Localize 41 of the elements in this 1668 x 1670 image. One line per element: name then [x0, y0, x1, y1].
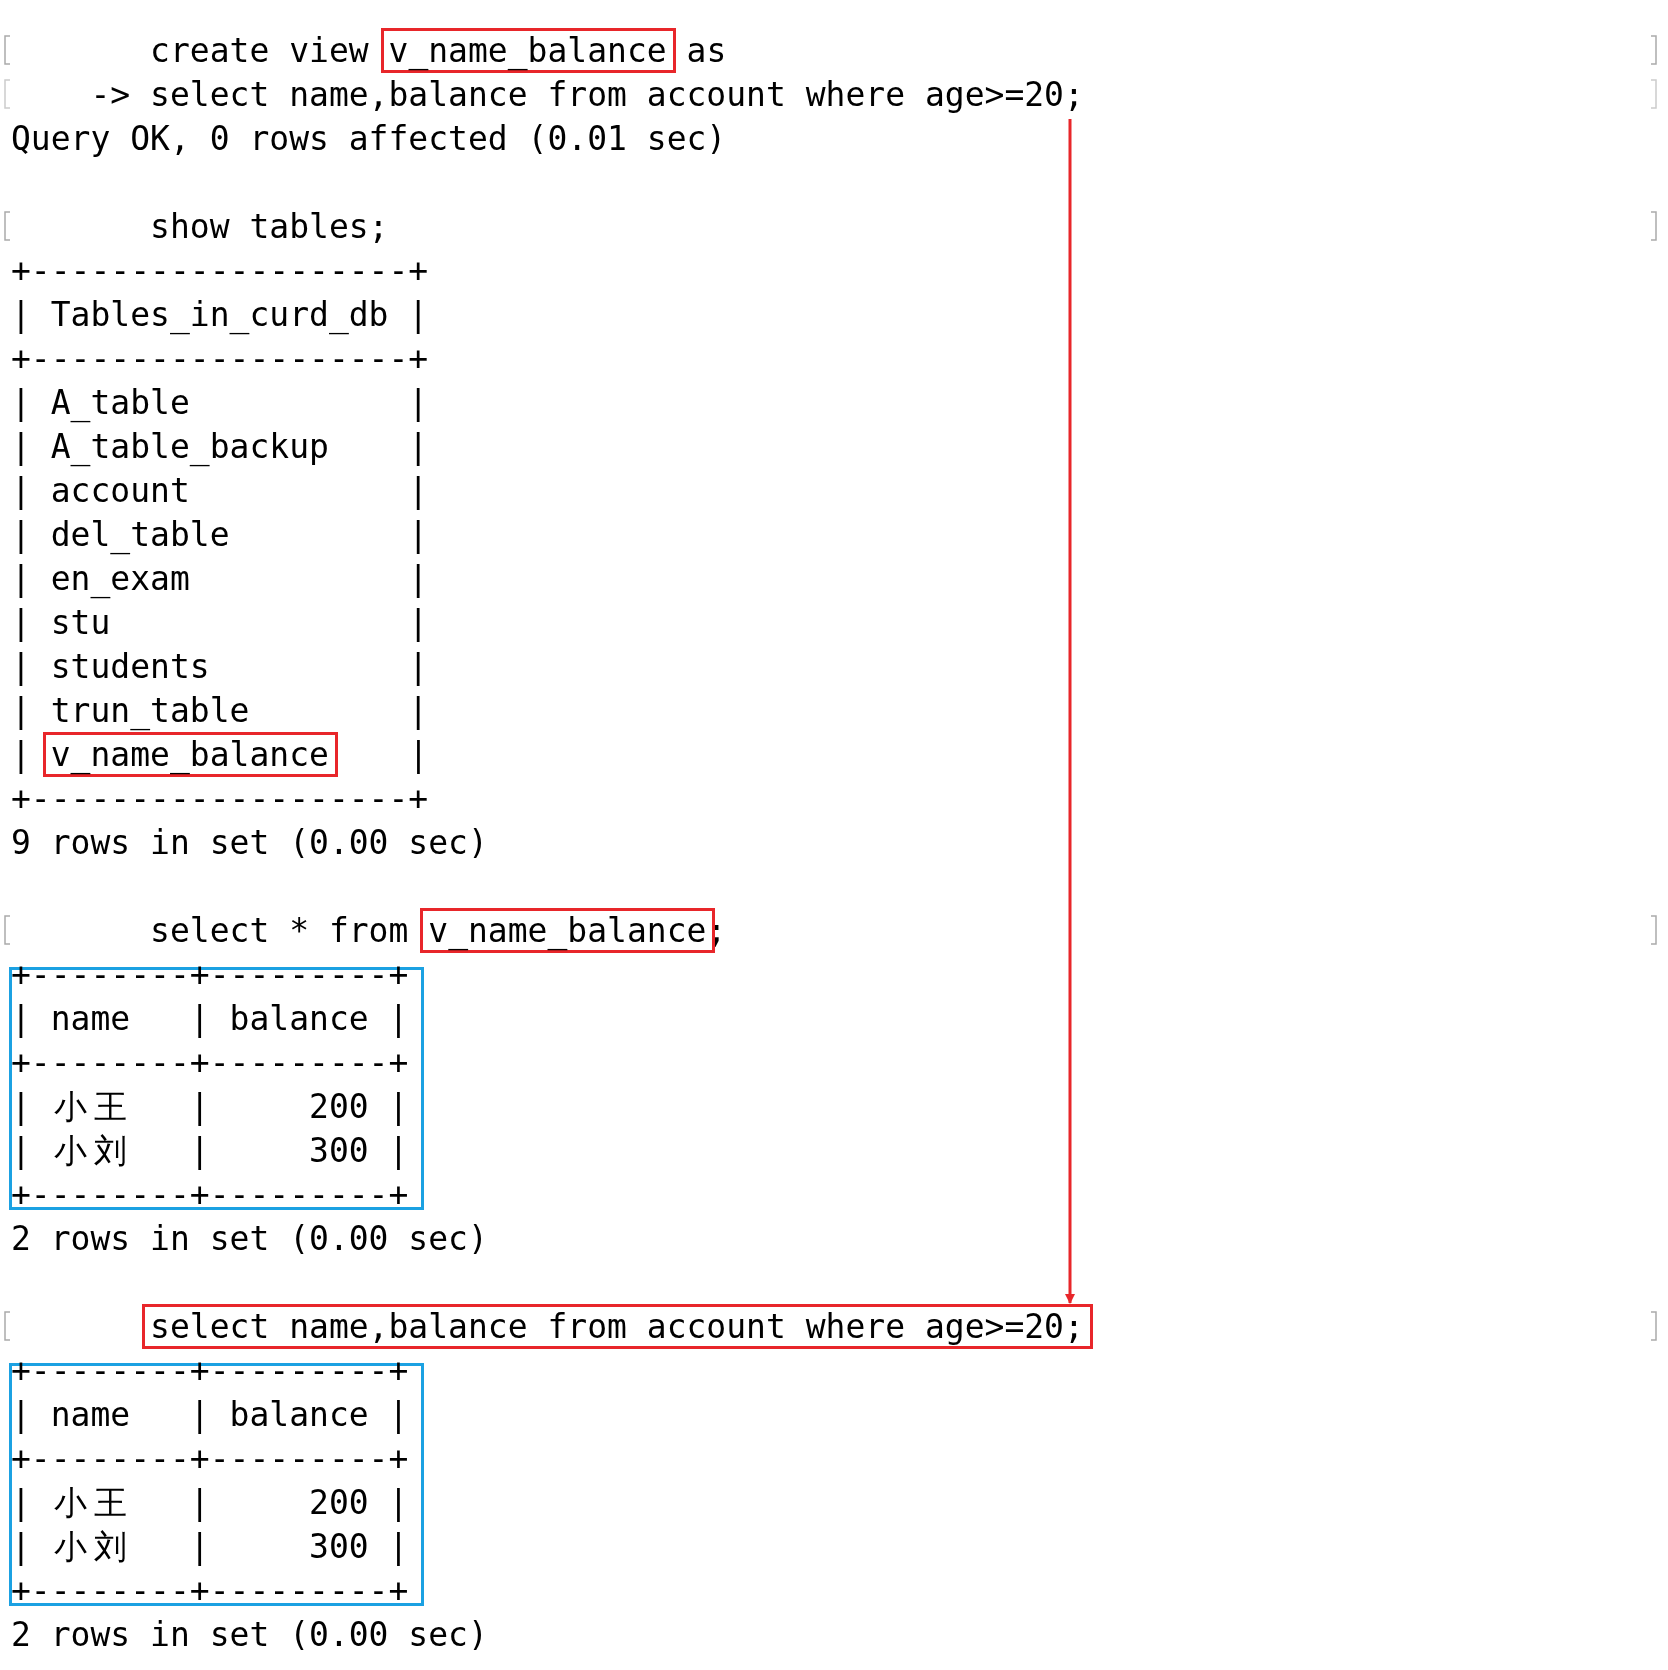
table-line: | 小刘 | 300 | [11, 1526, 409, 1568]
table-line: +-------------------+ [11, 778, 429, 820]
table-line: +-------------------+ [11, 338, 429, 380]
table-line: +--------+---------+ [11, 1042, 409, 1084]
table-line: +--------+---------+ [11, 1570, 409, 1612]
table-line: | 小王 | 200 | [11, 1482, 409, 1524]
table-line: | 小刘 | 300 | [11, 1130, 409, 1172]
command-text: as [686, 30, 727, 72]
table-line: | name | balance | [11, 998, 409, 1040]
view-name-text: v_name_balance [50, 734, 329, 777]
table-line: | students | [11, 646, 429, 688]
table-line: | trun_table | [11, 690, 429, 733]
table-line: | account | [11, 470, 429, 512]
query-text: select name,balance from account where age>=20; [150, 1306, 1084, 1348]
table-line: | Tables_in_curd_db | [11, 294, 429, 337]
arrow [1065, 119, 1075, 1304]
view-name-text: v_name_balance [428, 910, 707, 953]
table-line: | A_table_backup | [11, 426, 429, 469]
column-divider: | [408, 734, 429, 776]
table-line: | name | balance | [11, 1394, 409, 1436]
table-line: +-------------------+ [11, 250, 429, 292]
command-text: select name,balance from account where age>=20; [150, 74, 1084, 116]
table-line: +--------+---------+ [11, 1174, 409, 1216]
result-table-box [9, 967, 424, 1210]
status-text: 9 rows in set (0.00 sec) [11, 822, 488, 864]
table-line: | stu | [11, 602, 429, 644]
command-text: select * from [150, 910, 409, 952]
command-text: show tables; [150, 206, 389, 248]
table-line: +--------+---------+ [11, 1438, 409, 1480]
view-name-text: v_name_balance [388, 30, 667, 73]
table-line: | A_table | [11, 382, 429, 425]
column-divider: | [11, 734, 31, 776]
status-text: 2 rows in set (0.00 sec) [11, 1614, 488, 1656]
table-line: | en_exam | [11, 558, 429, 601]
status-text: 2 rows in set (0.00 sec) [11, 1218, 488, 1260]
prompt-text: -> [90, 74, 131, 116]
result-table-box [9, 1363, 424, 1606]
table-line: | del_table | [11, 514, 429, 557]
command-text: create view [150, 30, 369, 72]
table-line: | 小王 | 200 | [11, 1086, 409, 1128]
status-text: Query OK, 0 rows affected (0.01 sec) [11, 118, 727, 160]
